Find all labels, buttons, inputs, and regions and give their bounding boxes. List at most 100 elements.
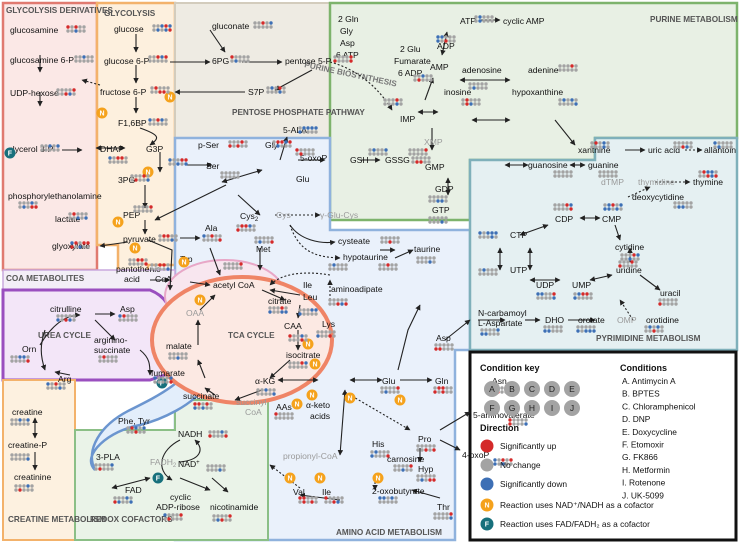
condition-dot [26, 205, 30, 209]
condition-dot [306, 130, 310, 134]
condition-dot [424, 474, 428, 478]
condition-dot [158, 238, 162, 242]
condition-grid-99 [553, 203, 573, 211]
condition-dot [420, 448, 424, 452]
condition-dot [382, 454, 386, 458]
condition-dot [22, 488, 26, 492]
condition-dot [606, 174, 610, 178]
condition-dot [446, 347, 450, 351]
condition-dot [60, 88, 64, 92]
condition-dot [337, 55, 341, 59]
condition-dot [138, 178, 142, 182]
condition-dot [488, 332, 492, 336]
condition-dot [536, 296, 540, 300]
condition-dot [166, 86, 170, 90]
condition-dot [278, 416, 282, 420]
condition-dot [72, 92, 76, 96]
condition-dot [670, 298, 674, 302]
nad-badge-9 [306, 389, 318, 401]
condition-dot [270, 90, 274, 94]
condition-grid-22 [413, 74, 433, 82]
condition-dot [520, 422, 524, 426]
condition-dot [58, 386, 62, 390]
condition-dot [134, 174, 138, 178]
condition-dot [210, 234, 214, 238]
condition-dot [26, 453, 30, 457]
condition-dot [505, 462, 509, 466]
condition-dot [493, 458, 497, 462]
condition-dot [102, 355, 106, 359]
condition-dot [132, 262, 136, 266]
condition-dot [465, 98, 469, 102]
condition-grid-62 [193, 402, 213, 410]
condition-dot [620, 257, 624, 261]
condition-grid-4 [18, 201, 38, 209]
condition-grid-29 [673, 141, 693, 149]
condition-dot [395, 102, 399, 106]
condition-dot [160, 28, 164, 32]
condition-dot [274, 86, 278, 90]
nad-badge-11 [344, 392, 356, 404]
nad-badge-letter-9: N [310, 393, 315, 400]
condition-dot [689, 145, 693, 149]
condition-dot [341, 55, 345, 59]
legend-condition-1: B. BPTES [622, 389, 660, 399]
condition-dot [432, 478, 436, 482]
condition-dot [304, 334, 308, 338]
condition-dot [569, 203, 573, 207]
condition-dot [494, 231, 498, 235]
condition-dot [624, 253, 628, 257]
condition-dot [387, 102, 391, 106]
condition-dot [570, 102, 574, 106]
legend-condition-letter-e: E [569, 384, 575, 394]
condition-dot [702, 170, 706, 174]
condition-grid-50 [298, 308, 318, 316]
condition-dot [110, 359, 114, 363]
condition-grid-65 [98, 355, 118, 363]
condition-dot [577, 292, 581, 296]
condition-dot [258, 240, 262, 244]
condition-dot [84, 212, 88, 216]
met-cyclic-amp: cyclic AMP [503, 16, 545, 26]
condition-dot [10, 359, 14, 363]
condition-dot [160, 122, 164, 126]
condition-dot [553, 207, 557, 211]
condition-dot [154, 90, 158, 94]
condition-dot [417, 74, 421, 78]
met-gly: Gly [265, 140, 279, 150]
condition-dot [392, 390, 396, 394]
condition-dot [386, 267, 390, 271]
met-malate: malate [166, 341, 192, 351]
condition-dot [302, 130, 306, 134]
condition-dot [180, 158, 184, 162]
condition-dot [561, 203, 565, 207]
condition-dot [244, 224, 248, 228]
condition-dot [164, 24, 168, 28]
condition-dot [300, 334, 304, 338]
condition-dot [713, 141, 717, 145]
legend-condition-letter-i: I [551, 403, 553, 413]
condition-dot [80, 212, 84, 216]
condition-dot [396, 240, 400, 244]
condition-dot [295, 148, 299, 152]
condition-dot [336, 263, 340, 267]
condition-grid-75 [113, 496, 133, 504]
condition-dot [306, 500, 310, 504]
condition-dot [416, 448, 420, 452]
condition-dot [278, 90, 282, 94]
condition-dot [581, 292, 585, 296]
condition-dot [482, 19, 486, 23]
condition-dot [180, 356, 184, 360]
condition-dot [72, 318, 76, 322]
met-nicotinamide: nicotinamide [210, 502, 258, 512]
condition-dot [717, 141, 721, 145]
condition-dot [26, 418, 30, 422]
condition-dot [180, 162, 184, 166]
condition-dot [580, 329, 584, 333]
condition-dot [228, 514, 232, 518]
condition-grid-105 [536, 292, 556, 300]
condition-dot [172, 352, 176, 356]
met-ala: Ala [205, 223, 218, 233]
condition-dot [561, 170, 565, 174]
